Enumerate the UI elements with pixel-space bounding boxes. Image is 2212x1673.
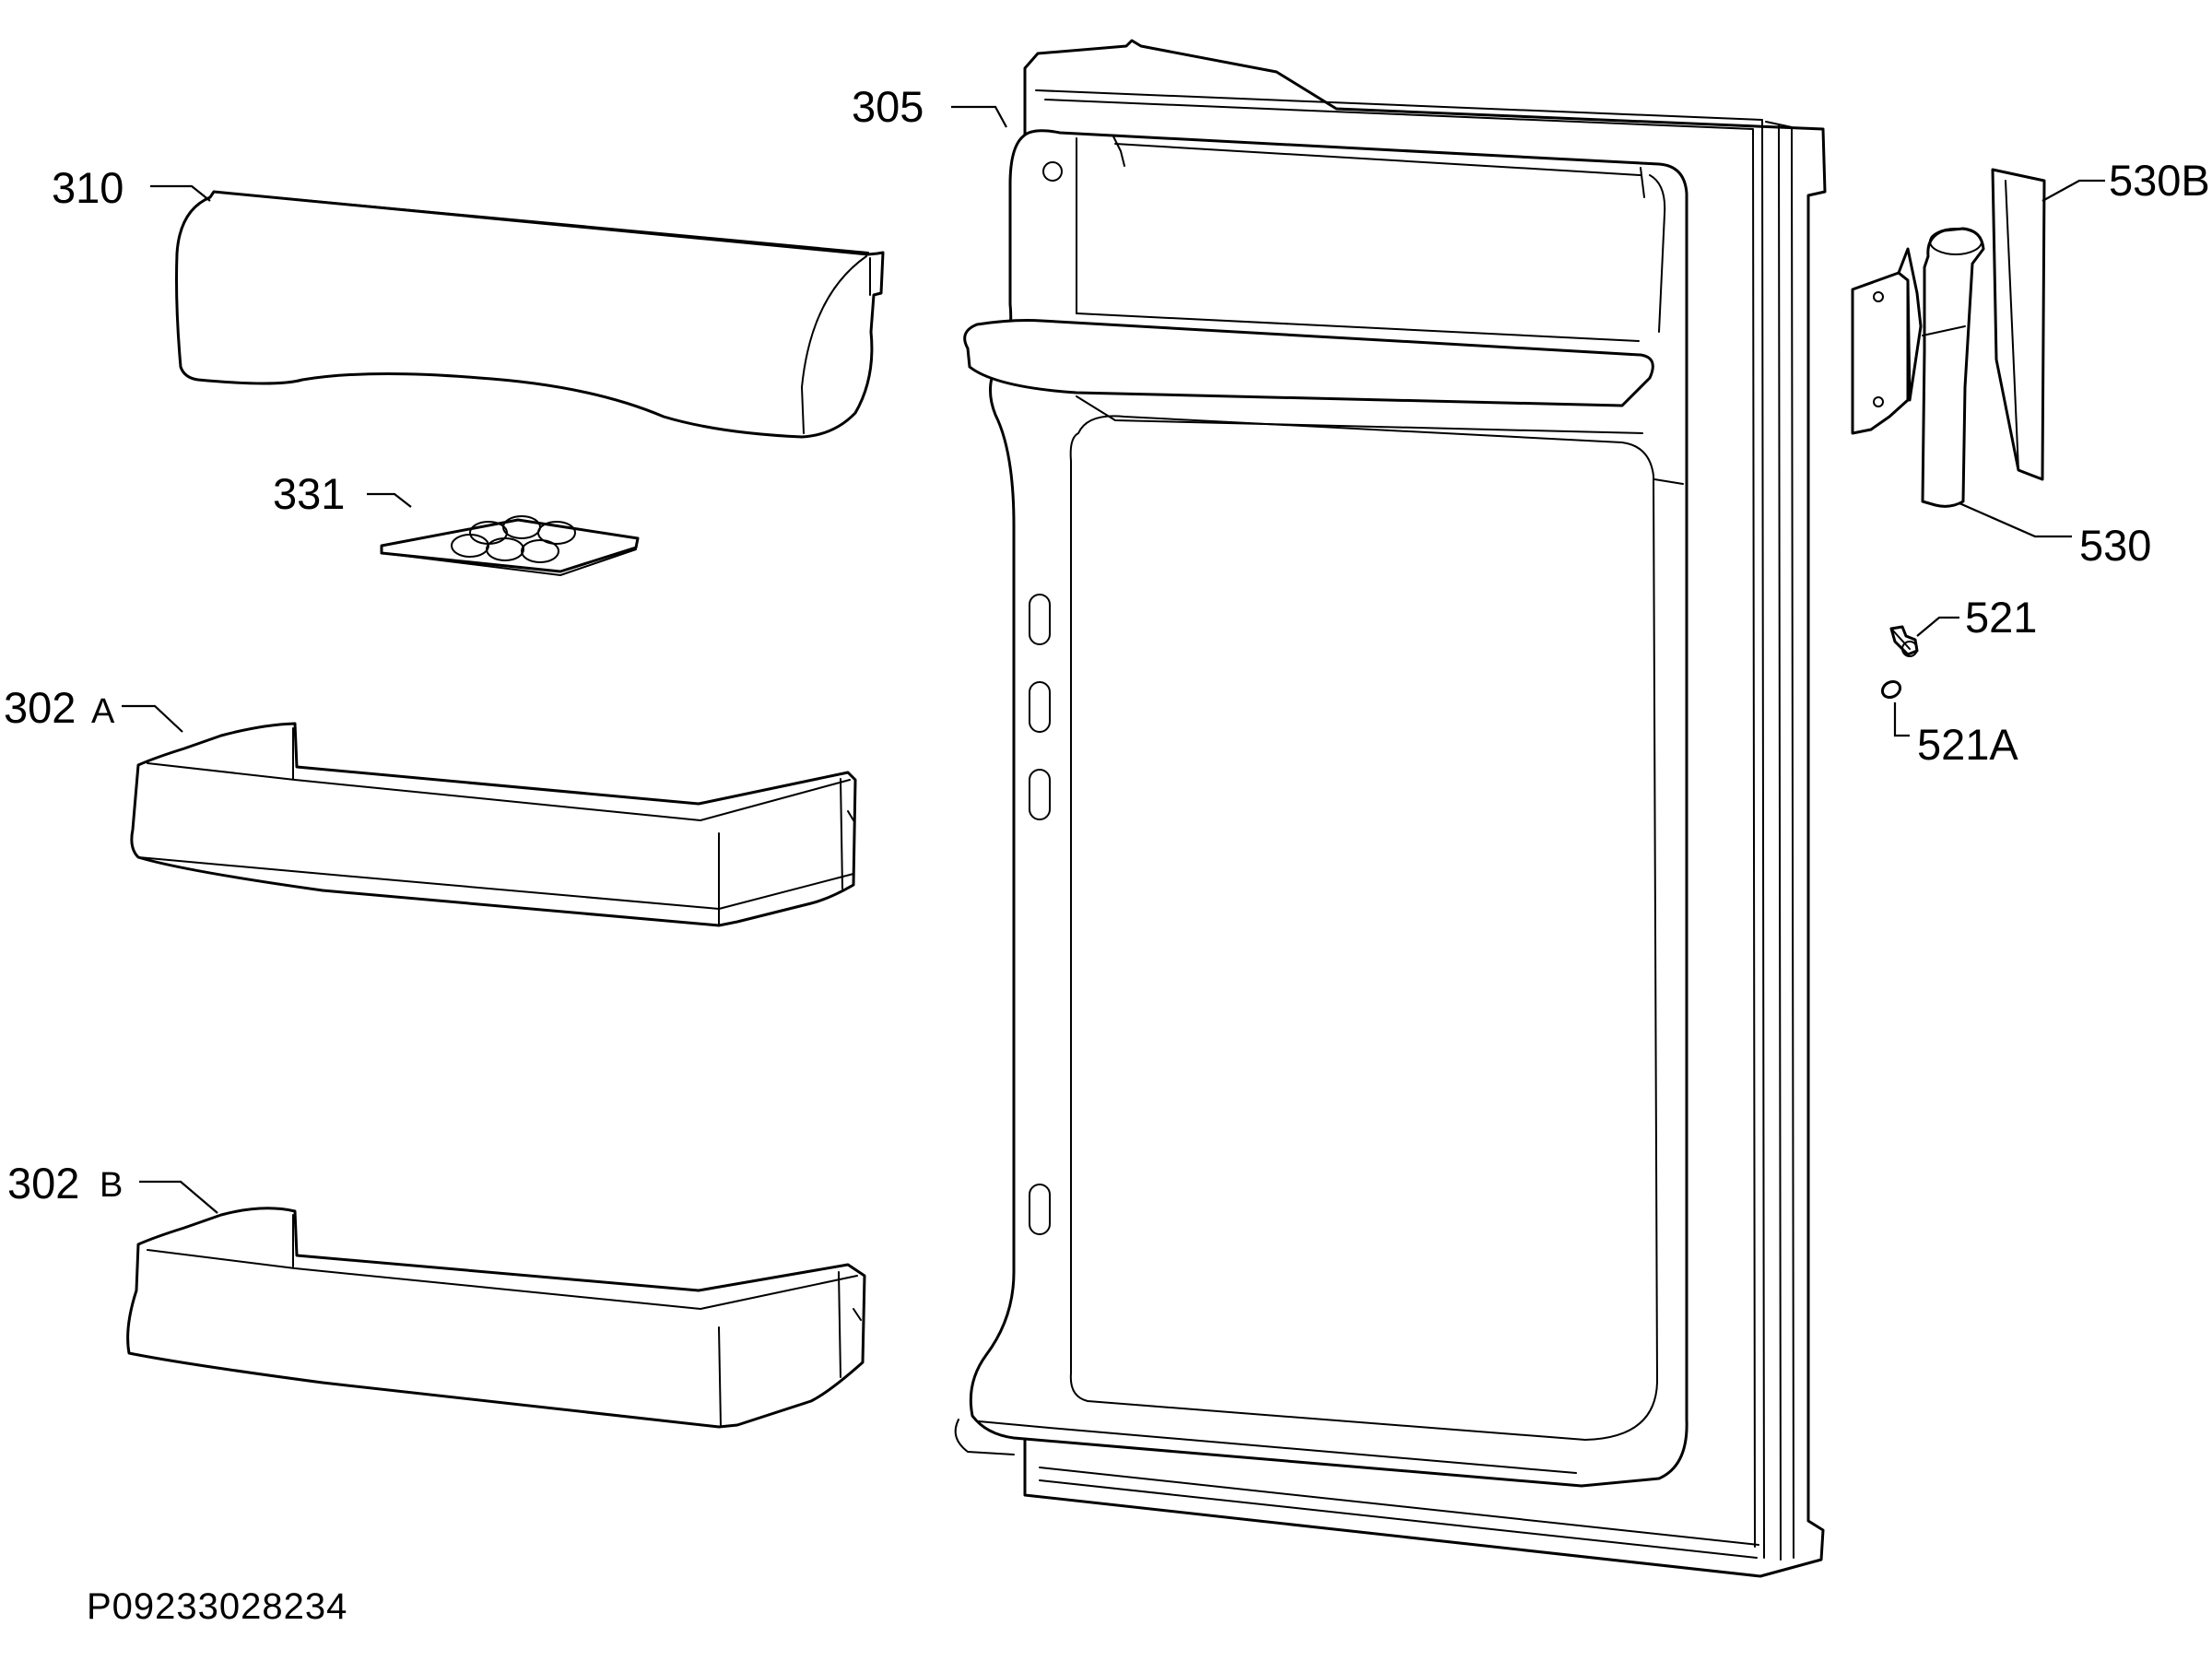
part-305-door-liner[interactable] [954, 39, 1827, 1578]
diagram-reference-code: P09233028234 [87, 1586, 347, 1627]
leader-521a [1893, 702, 1910, 737]
part-530b-hinge-cover[interactable] [1991, 168, 2046, 481]
leader-310 [150, 184, 211, 202]
part-302a-upper-shelf[interactable] [130, 722, 857, 927]
label-530b: 530B [2109, 156, 2210, 205]
leader-530 [1959, 501, 2072, 538]
label-530: 530 [2079, 521, 2151, 570]
label-331: 331 [273, 469, 345, 518]
leader-305 [951, 105, 1007, 128]
leader-302a [122, 704, 183, 733]
label-521a: 521A [1917, 720, 2018, 769]
part-302b-lower-shelf[interactable] [126, 1207, 866, 1429]
leader-lines [122, 105, 2105, 1214]
leader-521 [1916, 616, 1959, 637]
part-521-screw[interactable] [1889, 625, 1919, 657]
part-521a-washer[interactable] [1879, 678, 1902, 701]
part-530-hinge[interactable] [1851, 227, 1985, 508]
part-331-egg-tray[interactable] [380, 515, 640, 576]
leader-530b [2041, 179, 2105, 202]
label-302a-suffix: A [91, 692, 115, 731]
label-305: 305 [852, 82, 924, 131]
leader-302b [139, 1180, 218, 1214]
label-302b-suffix: B [100, 1166, 123, 1205]
label-310: 310 [52, 163, 124, 212]
leader-331 [367, 492, 412, 508]
label-302a-number: 302 [4, 683, 76, 732]
label-302b-number: 302 [7, 1159, 79, 1208]
label-521: 521 [1965, 593, 2037, 642]
part-labels: 305 310 331 302 A 302 B 530B 530 521 521… [4, 82, 2210, 1208]
part-310-top-cover[interactable] [175, 190, 885, 439]
